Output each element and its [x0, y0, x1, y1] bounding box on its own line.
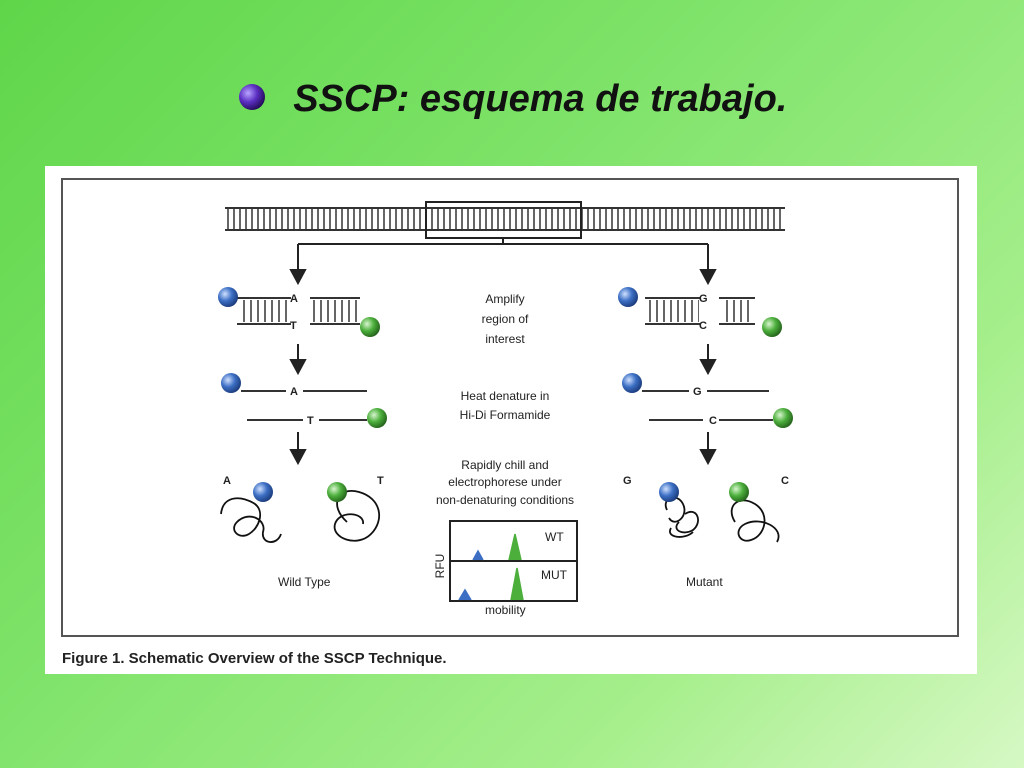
figure-caption: Figure 1. Schematic Overview of the SSCP… — [62, 650, 447, 667]
mutant-arrows — [699, 244, 717, 466]
wild-type-single-strands — [221, 373, 387, 428]
blue-dye-icon — [253, 482, 273, 502]
mut-fold-base-c: C — [781, 475, 789, 487]
figure-border — [61, 178, 959, 637]
mut-blue-peak — [458, 588, 472, 601]
gel-mut-label: MUT — [541, 568, 568, 582]
slide-title: SSCP: esquema de trabajo. — [0, 78, 1024, 122]
wt-base-top-2: A — [290, 386, 298, 398]
slide-title-text: SSCP: esquema de trabajo. — [293, 78, 788, 120]
step-amplify-line-3: interest — [485, 332, 525, 346]
mutant-label: Mutant — [686, 575, 723, 589]
electropherogram: WT MUT mobility RFU — [433, 520, 578, 617]
step-chill-line-2: electrophorese under — [448, 475, 561, 489]
wt-green-peak — [508, 533, 522, 561]
mut-base-top-2: G — [693, 386, 702, 398]
sscp-diagram: A T A T A T Wild Type — [61, 178, 959, 637]
green-dye-icon — [762, 317, 782, 337]
blue-dye-icon — [221, 373, 241, 393]
mutant-folded-strands — [664, 496, 780, 543]
green-dye-icon — [367, 408, 387, 428]
step-chill-line-3: non-denaturing conditions — [436, 493, 574, 507]
wt-fold-base-t: T — [377, 475, 384, 487]
blue-dye-icon — [218, 287, 238, 307]
mut-base-top-1: G — [699, 293, 708, 305]
wild-type-label: Wild Type — [278, 575, 331, 589]
green-dye-icon — [729, 482, 749, 502]
green-dye-icon — [360, 317, 380, 337]
wt-base-bottom-2: T — [307, 415, 314, 427]
wt-base-top-1: A — [290, 293, 298, 305]
mut-fold-base-g: G — [623, 475, 632, 487]
blue-dye-icon — [659, 482, 679, 502]
step-denature-line-1: Heat denature in — [461, 389, 550, 403]
step-chill-line-1: Rapidly chill and — [461, 458, 548, 472]
blue-dye-icon — [618, 287, 638, 307]
wild-type-amplicon — [218, 287, 380, 337]
mut-base-bottom-2: C — [709, 415, 717, 427]
green-dye-icon — [327, 482, 347, 502]
mut-base-bottom-1: C — [699, 320, 707, 332]
mutant-single-strands — [622, 373, 793, 428]
wt-base-bottom-1: T — [290, 320, 297, 332]
figure-panel: A T A T A T Wild Type — [45, 166, 977, 674]
mutant-amplicon — [618, 287, 782, 337]
purple-sphere-icon — [237, 79, 267, 122]
wt-blue-peak — [472, 549, 484, 561]
green-dye-icon — [773, 408, 793, 428]
mut-green-peak — [510, 567, 524, 601]
step-denature-line-2: Hi-Di Formamide — [460, 408, 551, 422]
gel-y-label: RFU — [433, 554, 447, 579]
wt-fold-base-a: A — [223, 475, 231, 487]
blue-dye-icon — [622, 373, 642, 393]
step-amplify-line-2: region of — [482, 312, 529, 326]
gel-wt-label: WT — [545, 530, 564, 544]
step-amplify-line-1: Amplify — [485, 292, 524, 306]
gel-x-label: mobility — [485, 603, 526, 617]
wild-type-arrows — [289, 244, 307, 466]
wild-type-folded-strands — [220, 490, 380, 543]
dna-double-helix — [225, 201, 785, 245]
